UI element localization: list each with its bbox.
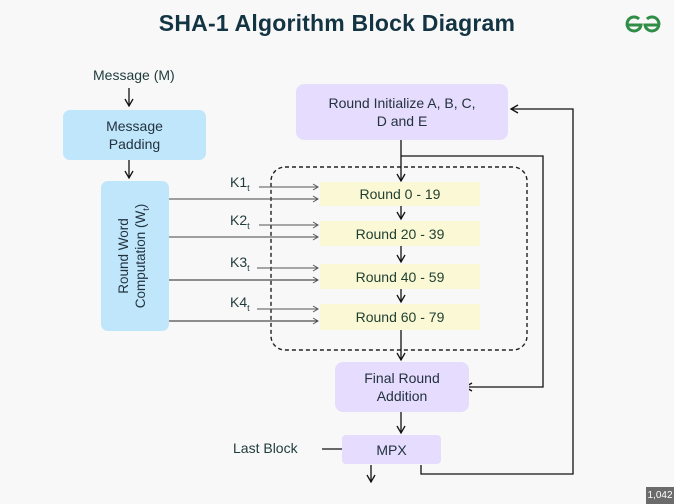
k4-label: K4t [230, 294, 250, 313]
round-box-2: Round 40 - 59 [320, 264, 480, 289]
round-word-computation-label: Round Word Computation (Wt) [116, 203, 151, 309]
round-box-1: Round 20 - 39 [320, 221, 480, 246]
last-block-label: Last Block [233, 440, 298, 456]
final-round-addition-label: Final Round Addition [364, 370, 440, 404]
w-arrows [169, 195, 319, 325]
k2-label: K2t [230, 212, 250, 231]
gfg-logo-icon [625, 15, 661, 33]
round-label: Round 20 - 39 [355, 225, 445, 242]
mpx-label: MPX [376, 441, 407, 458]
message-input-label: Message (M) [93, 67, 175, 83]
diagram-title: SHA-1 Algorithm Block Diagram [158, 10, 516, 36]
mpx-box: MPX [342, 435, 441, 464]
message-padding-box: Message Padding [63, 110, 206, 160]
k1-label: K1t [230, 174, 250, 193]
round-label: Round 60 - 79 [355, 309, 445, 325]
round-initialize-box: Round Initialize A, B, C, D and E [296, 84, 508, 140]
arrow-mpx-feedback-to-init [420, 104, 574, 475]
round-box-3: Round 60 - 79 [320, 304, 480, 330]
round-initialize-label: Round Initialize A, B, C, D and E [328, 95, 476, 129]
round-word-computation-box: Round Word Computation (Wt) [101, 181, 169, 331]
final-round-addition-box: Final Round Addition [335, 362, 469, 412]
count-badge: 1,042 [646, 487, 674, 504]
message-padding-label: Message Padding [106, 118, 163, 152]
round-label: Round 0 - 19 [359, 186, 441, 202]
arrow-init-bypass-to-final [401, 155, 544, 392]
round-box-0: Round 0 - 19 [320, 182, 480, 206]
round-label: Round 40 - 59 [355, 268, 445, 285]
k-arrows [257, 183, 319, 313]
rounds-group-border [270, 166, 528, 351]
k3-label: K3t [230, 254, 250, 273]
